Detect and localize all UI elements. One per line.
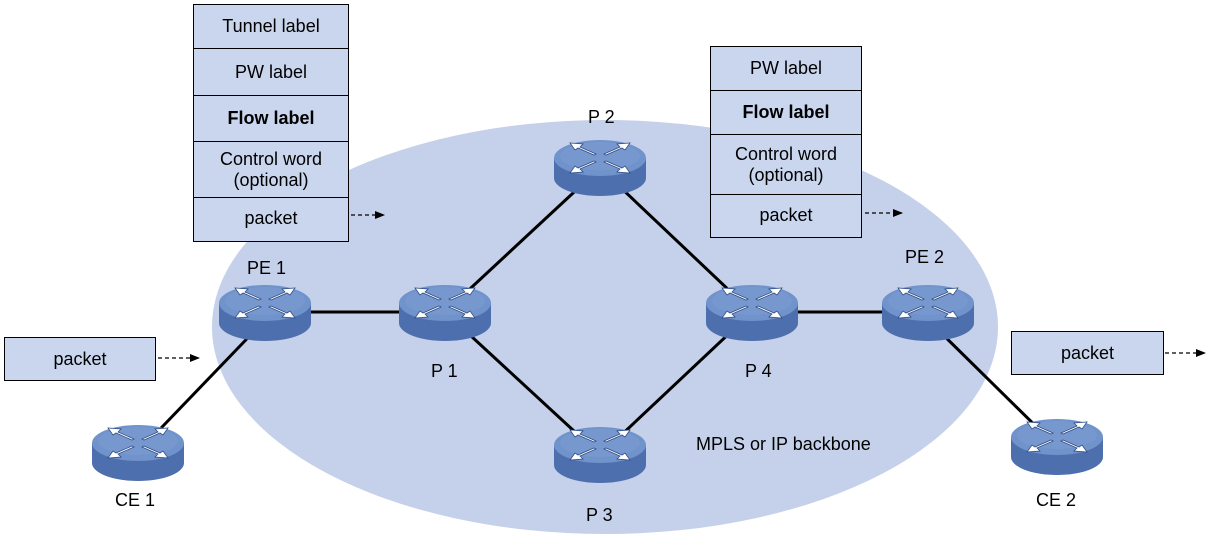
backbone-label: MPLS or IP backbone <box>696 434 871 454</box>
control-word-text: Control word <box>219 148 323 169</box>
flow-label-field: Flow label <box>194 96 348 142</box>
right-label-stack: PW label Flow label Control word (option… <box>710 46 862 238</box>
node-label-pe1: PE 1 <box>247 258 287 278</box>
ingress-packet-box: packet <box>4 337 156 381</box>
router-icon <box>553 139 647 197</box>
node-label-p4: P 4 <box>745 361 772 381</box>
router-icon <box>881 284 975 342</box>
node-label-p3: P 3 <box>586 505 613 525</box>
pw-label-field: PW label <box>711 47 861 91</box>
flow-label-field: Flow label <box>711 91 861 135</box>
control-word-field: Control word (optional) <box>711 135 861 195</box>
control-word-text: Control word <box>734 143 838 164</box>
router-icon <box>91 424 185 482</box>
pw-label-field: PW label <box>194 49 348 96</box>
node-label-p2: P 2 <box>588 107 615 127</box>
control-word-field: Control word (optional) <box>194 142 348 198</box>
router-icon <box>705 284 799 342</box>
left-label-stack: Tunnel label PW label Flow label Control… <box>193 4 349 242</box>
router-icon <box>218 284 312 342</box>
control-word-note: (optional) <box>233 169 309 190</box>
packet-field: packet <box>759 204 813 225</box>
node-label-p1: P 1 <box>431 361 458 381</box>
router-icon <box>553 426 647 484</box>
router-icon <box>398 284 492 342</box>
control-word-note: (optional) <box>748 164 824 185</box>
tunnel-label-field: Tunnel label <box>194 5 348 49</box>
node-label-pe2: PE 2 <box>905 247 945 267</box>
packet-field: packet <box>244 208 298 228</box>
node-label-ce1: CE 1 <box>115 490 156 510</box>
router-icon <box>1010 418 1104 476</box>
node-label-ce2: CE 2 <box>1036 490 1077 510</box>
egress-packet-box: packet <box>1011 331 1164 375</box>
